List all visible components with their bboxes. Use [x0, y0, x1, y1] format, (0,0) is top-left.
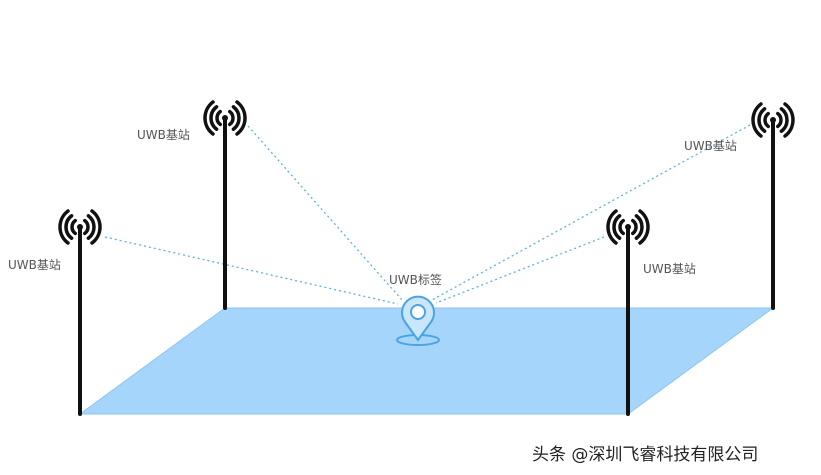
signal-line — [104, 236, 399, 305]
station-label: UWB基站 — [8, 258, 61, 272]
antenna-signal-icon — [751, 102, 795, 310]
antenna-signal-icon — [203, 100, 247, 310]
signal-line — [435, 236, 605, 304]
signal-line — [247, 125, 403, 301]
station-label: UWB基站 — [643, 262, 696, 276]
tag-label: UWB标签 — [389, 273, 442, 287]
station-label: UWB基站 — [684, 139, 737, 153]
antenna-signal-icon — [58, 209, 102, 416]
signal-lines — [104, 124, 751, 305]
antenna-signal-icon — [606, 209, 650, 416]
watermark: 头条 @深圳飞睿科技有限公司 — [532, 445, 759, 465]
station-label: UWB基站 — [137, 128, 190, 142]
location-pin-icon — [396, 295, 440, 346]
signal-line — [431, 124, 751, 301]
